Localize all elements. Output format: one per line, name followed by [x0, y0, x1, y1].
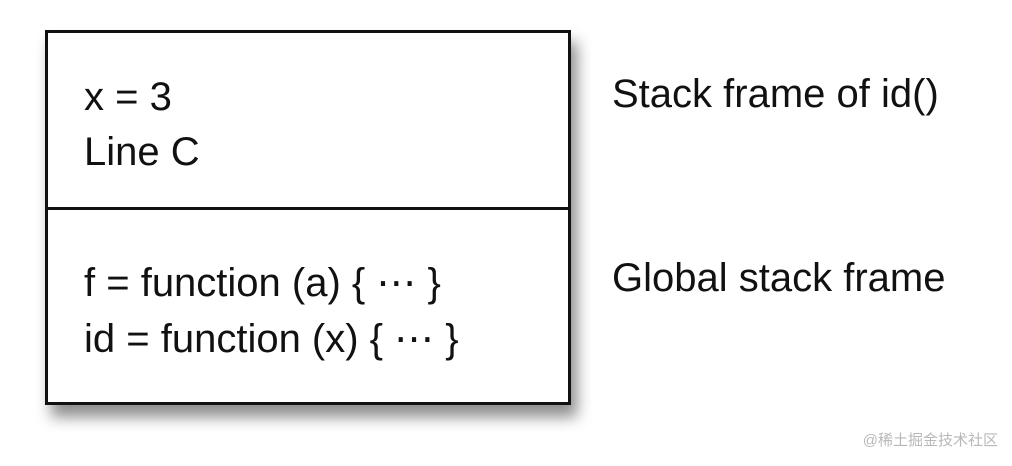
frame-function-id-line: id = function (x) { ⋯ }: [84, 317, 459, 361]
global-stack-frame-label: Global stack frame: [612, 256, 946, 300]
stack-frame-global: f = function (a) { ⋯ } id = function (x)…: [48, 210, 568, 402]
frame-variable-line: x = 3: [84, 75, 172, 119]
watermark: @稀土掘金技术社区: [862, 432, 998, 449]
frame-function-f-line: f = function (a) { ⋯ }: [84, 261, 441, 305]
frame-return-line: Line C: [84, 130, 200, 174]
stack-frame-id: x = 3 Line C: [48, 33, 568, 210]
call-stack-box: x = 3 Line C f = function (a) { ⋯ } id =…: [45, 30, 571, 405]
stack-frame-id-label: Stack frame of id(): [612, 72, 939, 116]
